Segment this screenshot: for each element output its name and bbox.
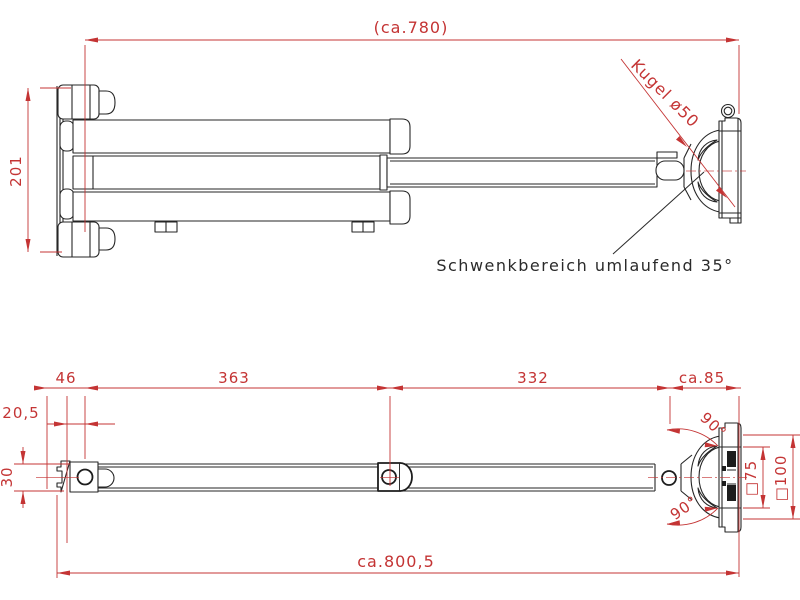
top-view-outline — [56, 84, 742, 258]
ball-diameter-label: Kugel ø50 — [627, 55, 703, 131]
overall-length-label: ca.800,5 — [357, 552, 435, 571]
elbow-pivot-hole — [381, 469, 397, 485]
arm-bar-middle — [72, 155, 381, 190]
elbow-cap-middle — [379, 154, 388, 191]
arm-bar-top — [72, 119, 391, 154]
swivel-note-label: Schwenkbereich umlaufend 35° — [436, 256, 733, 275]
wall-bracket-side — [56, 460, 115, 493]
arm-profile — [95, 463, 656, 492]
first-arm-length-label: 363 — [218, 369, 250, 387]
bracket-height-label: 201 — [7, 155, 25, 187]
top-knob — [57, 84, 116, 120]
cover-feet — [154, 221, 375, 233]
overall-width-label: (ca.780) — [374, 18, 449, 37]
cable-ring — [720, 103, 736, 119]
top-view-dimensions — [25, 37, 746, 253]
ball-clevis — [655, 143, 692, 201]
side-view-dimensions — [14, 385, 800, 578]
head-clevis-side — [661, 454, 693, 501]
elbow-joint-side — [377, 462, 413, 492]
wall-offset-label: 46 — [55, 369, 76, 387]
pivot-offset-label: 20,5 — [2, 404, 39, 422]
arm-height-label: 30 — [0, 466, 16, 487]
vesa-plate-top-view — [718, 103, 742, 224]
arm-bar-bottom — [72, 191, 391, 222]
head-length-label: ca.85 — [679, 369, 725, 387]
head-pivot-hole — [661, 470, 677, 486]
side-view-labels: 46 363 332 ca.85 20,5 30 ca.800,5 □75 □1… — [0, 369, 790, 571]
hinge-barrel-top — [59, 120, 75, 152]
wall-pivot-hole — [76, 468, 94, 486]
second-arm-length-label: 332 — [517, 369, 549, 387]
vesa100-label: □100 — [772, 455, 790, 502]
swivel-leader-line — [612, 171, 705, 255]
bottom-knob — [57, 221, 116, 258]
end-cap-bottom — [389, 190, 411, 225]
end-cap-top — [389, 118, 411, 155]
vesa75-label: □75 — [742, 460, 760, 496]
hinge-barrel-bottom — [59, 188, 75, 220]
forearm — [386, 157, 658, 188]
